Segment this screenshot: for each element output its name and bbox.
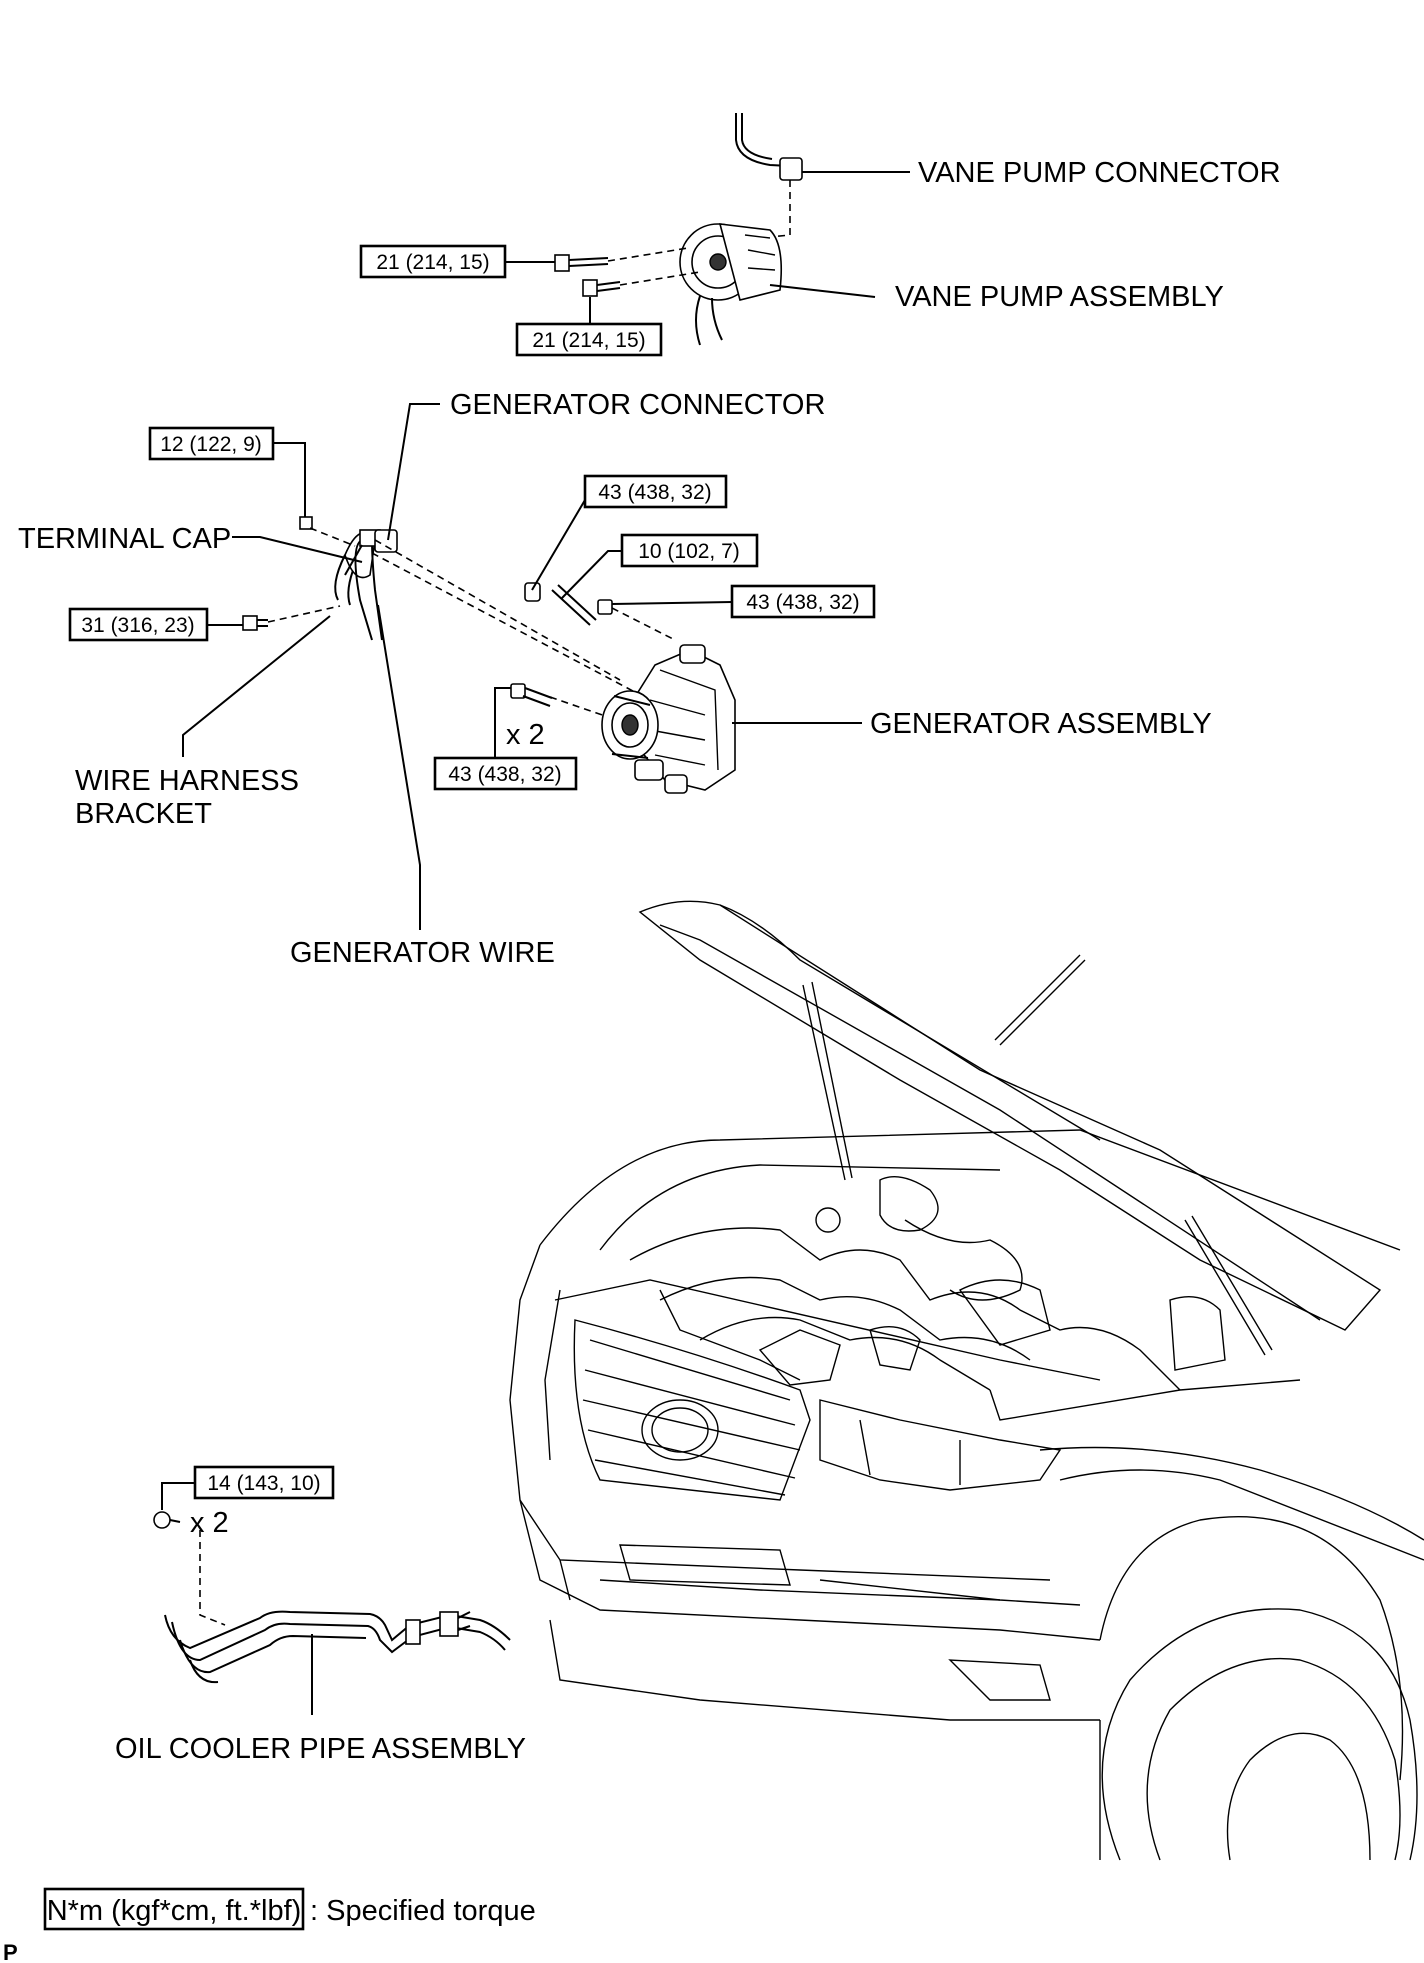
generator-bolt-right xyxy=(597,599,613,615)
vehicle-illustration xyxy=(509,900,1424,1861)
label-vane-pump-connector: VANE PUMP CONNECTOR xyxy=(918,157,1281,189)
quantity-oil-cooler-bolt: x 2 xyxy=(190,1507,229,1539)
label-vane-pump-assembly: VANE PUMP ASSEMBLY xyxy=(895,281,1224,313)
generator-assembly-illustration xyxy=(601,644,736,794)
label-wire-harness-bracket-line1: WIRE HARNESS xyxy=(75,765,299,797)
leader-torque-terminal-nut xyxy=(273,442,306,517)
vane-pump-illustration xyxy=(679,113,803,346)
leader-torque-gen-bolt-lower xyxy=(494,687,511,758)
label-generator-assembly: GENERATOR ASSEMBLY xyxy=(870,708,1212,740)
oil-cooler-bolt xyxy=(153,1511,181,1529)
leader-vane-pump-assembly xyxy=(769,284,876,298)
vane-pump-bolt-lower xyxy=(582,271,701,297)
torque-box-generator-stud: 10 (102, 7) xyxy=(620,533,759,568)
guide-bracket-bolt xyxy=(267,605,341,623)
label-terminal-cap: TERMINAL CAP xyxy=(18,523,231,555)
guide-terminal xyxy=(309,527,356,547)
guide-terminal-to-generator-2 xyxy=(374,539,621,681)
guide-bolt-right xyxy=(611,607,676,641)
generator-bolt-lower xyxy=(510,683,553,707)
leader-torque-gen-nut xyxy=(531,492,586,591)
leader-generator-connector xyxy=(387,403,440,541)
torque-value: 43 (438, 32) xyxy=(746,591,859,614)
legend-text: : Specified torque xyxy=(310,1895,536,1927)
guide-terminal-to-generator-1 xyxy=(371,552,651,701)
torque-box-vane-pump-upper: 21 (214, 15) xyxy=(359,244,507,279)
leader-generator-wire xyxy=(377,604,421,930)
torque-value: 43 (438, 32) xyxy=(598,481,711,504)
label-wire-harness-bracket-line2: BRACKET xyxy=(75,798,212,830)
leader-torque-gen-stud xyxy=(561,550,622,599)
oil-cooler-pipe-illustration xyxy=(164,1610,511,1684)
label-generator-wire: GENERATOR WIRE xyxy=(290,937,555,969)
legend: N*m (kgf*cm, ft.*lbf) : Specified torque xyxy=(43,1887,536,1931)
torque-value: 43 (438, 32) xyxy=(448,763,561,786)
torque-box-vane-pump-lower: 21 (214, 15) xyxy=(515,322,663,357)
leader-wire-harness-bracket xyxy=(182,615,331,757)
leader-terminal-cap xyxy=(232,536,363,563)
legend-unit: N*m (kgf*cm, ft.*lbf) xyxy=(47,1895,302,1927)
torque-value: 14 (143, 10) xyxy=(207,1472,320,1495)
torque-box-bracket-bolt: 31 (316, 23) xyxy=(68,607,209,642)
leader-torque-gen-bolt-right xyxy=(611,601,733,605)
torque-box-oil-cooler: 14 (143, 10) xyxy=(193,1465,335,1500)
generator-nut-upper xyxy=(524,582,541,602)
torque-box-generator-bolt-right: 43 (438, 32) xyxy=(730,584,876,619)
label-oil-cooler-pipe-assembly: OIL COOLER PIPE ASSEMBLY xyxy=(115,1733,526,1765)
corner-mark: P xyxy=(3,1940,18,1963)
guide-bolt-lower xyxy=(549,696,641,729)
vane-pump-bolt-upper xyxy=(554,247,689,272)
torque-value: 12 (122, 9) xyxy=(160,433,262,456)
generator-stud xyxy=(551,584,597,626)
torque-value: 21 (214, 15) xyxy=(532,329,645,352)
label-generator-connector: GENERATOR CONNECTOR xyxy=(450,389,825,421)
torque-box-generator-bolt-lower: 43 (438, 32) xyxy=(433,756,578,791)
guide-oil-cooler-bolt xyxy=(199,1530,226,1626)
torque-value: 31 (316, 23) xyxy=(81,614,194,637)
torque-value: 10 (102, 7) xyxy=(638,540,740,563)
terminal-nut xyxy=(299,516,313,530)
wire-harness-bracket-bolt xyxy=(242,615,268,631)
torque-box-generator-nut-upper: 43 (438, 32) xyxy=(583,474,728,509)
leader-torque-oil-cooler xyxy=(161,1482,195,1510)
torque-box-terminal-nut: 12 (122, 9) xyxy=(148,426,275,461)
torque-value: 21 (214, 15) xyxy=(376,251,489,274)
quantity-generator-bolt-lower: x 2 xyxy=(506,719,545,751)
